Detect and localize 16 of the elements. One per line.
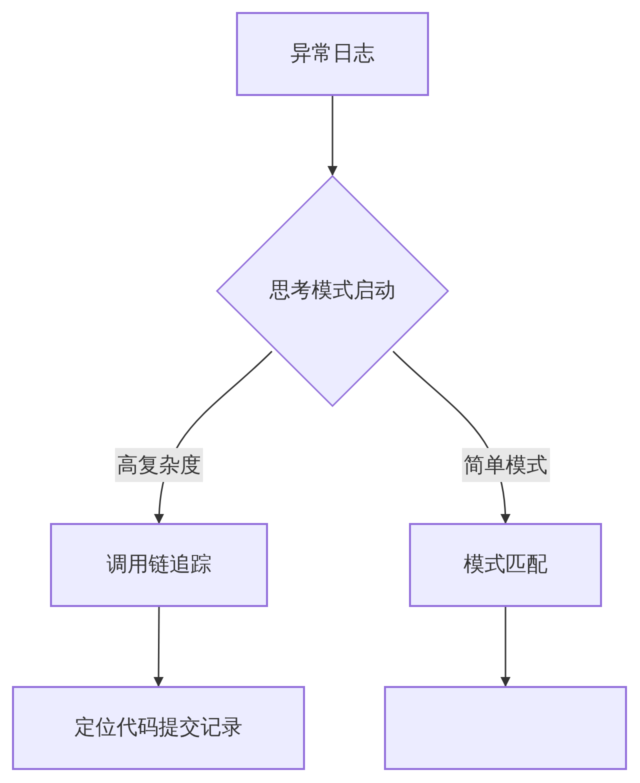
decision-diamond <box>216 175 449 407</box>
edge-label: 简单模式 <box>462 448 550 482</box>
node-label: 调用链追踪 <box>106 551 212 578</box>
edge-label: 高复杂度 <box>115 448 203 482</box>
node-label: 异常日志 <box>290 40 374 68</box>
node-label: 定位代码提交记录 <box>74 714 242 742</box>
arrow <box>328 96 338 176</box>
node-label: 模式匹配 <box>464 551 548 578</box>
process-box <box>12 686 305 770</box>
process-box <box>384 686 627 770</box>
process-box <box>409 523 602 607</box>
arrow <box>500 607 510 687</box>
arrow <box>154 607 164 687</box>
node-label: 思考模式启动 <box>270 277 396 304</box>
process-box <box>236 12 429 96</box>
process-box <box>50 523 268 607</box>
